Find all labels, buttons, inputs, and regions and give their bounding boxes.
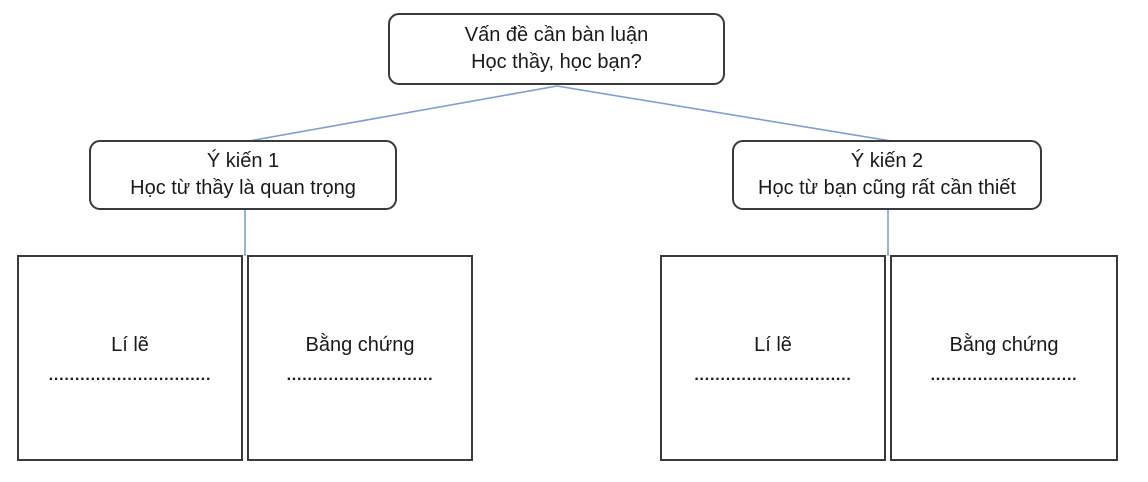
opinion-1-title: Ý kiến 1 (206, 150, 280, 172)
opinion-2-node: Ý kiến 2 Học từ bạn cũng rất cần thiết (732, 140, 1042, 210)
fill-in-dots: ............................ (930, 366, 1078, 384)
opinion-2-title: Ý kiến 2 (850, 150, 924, 172)
detail-label: Bằng chứng (305, 333, 415, 356)
detail-node-reason-1: Lí lẽ ............................... (17, 255, 243, 461)
opinion-1-text: Học từ thầy là quan trọng (130, 177, 356, 199)
fill-in-dots: .............................. (694, 366, 852, 384)
root-node-problem: Vấn đề cần bàn luận Học thầy, học bạn? (388, 13, 725, 85)
fill-in-dots: ............................ (286, 366, 434, 384)
connector-root-to-opinion-1 (248, 85, 558, 142)
opinion-2-text: Học từ bạn cũng rất cần thiết (758, 177, 1016, 199)
detail-node-evidence-2: Bằng chứng ............................ (890, 255, 1118, 461)
detail-label: Lí lẽ (754, 333, 792, 356)
opinion-1-node: Ý kiến 1 Học từ thầy là quan trọng (89, 140, 397, 210)
detail-node-reason-2: Lí lẽ .............................. (660, 255, 886, 461)
root-node-line2: Học thầy, học bạn? (471, 51, 642, 73)
fill-in-dots: ............................... (48, 366, 212, 384)
root-node-line1: Vấn đề cần bàn luận (464, 24, 649, 46)
detail-node-evidence-1: Bằng chứng ............................ (247, 255, 473, 461)
detail-label: Lí lẽ (111, 333, 149, 356)
connector-root-to-opinion-2 (556, 85, 892, 142)
detail-label: Bằng chứng (949, 333, 1059, 356)
